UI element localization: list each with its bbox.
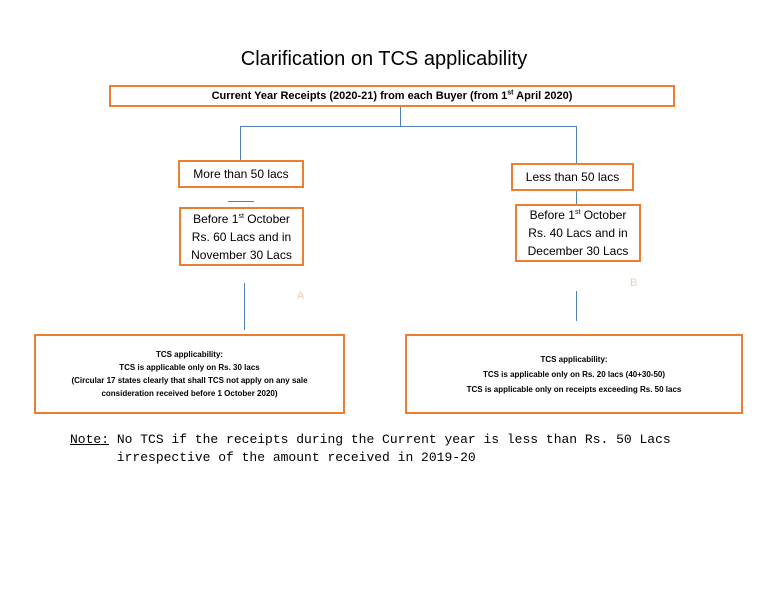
right-detail-box: Before 1st October Rs. 40 Lacs and in De…	[515, 204, 641, 262]
left-result-line2: (Circular 17 states clearly that shall T…	[71, 376, 308, 385]
left-condition-text: More than 50 lacs	[193, 167, 289, 181]
left-result-line3: consideration received before 1 October …	[101, 389, 278, 398]
left-detail-box: Before 1st October Rs. 60 Lacs and in No…	[179, 207, 304, 266]
root-box: Current Year Receipts (2020-21) from eac…	[109, 85, 675, 107]
right-result-box: TCS applicability: TCS is applicable onl…	[405, 334, 743, 414]
left-result-box: TCS applicability: TCS is applicable onl…	[34, 334, 345, 414]
left-lower-connector	[244, 283, 245, 330]
left-marker: A	[297, 290, 305, 302]
diagram-title: Clarification on TCS applicability	[240, 48, 528, 70]
note-text-line1: No TCS if the receipts during the Curren…	[109, 432, 671, 447]
right-result-line1: TCS is applicable only on Rs. 20 lacs (4…	[482, 369, 666, 379]
right-mid-connector	[576, 190, 577, 206]
left-detail-line1: Before 1st October	[193, 211, 290, 226]
note: Note: No TCS if the receipts during the …	[70, 431, 671, 467]
note-text-line2: irrespective of the amount received in 2…	[70, 450, 476, 465]
root-text: Current Year Receipts (2020-21) from eac…	[211, 89, 573, 102]
left-mid-connector	[228, 201, 254, 202]
right-detail-line2: Rs. 40 Lacs and in	[528, 226, 628, 240]
right-marker: B	[630, 277, 638, 289]
left-drop-connector	[240, 126, 241, 160]
right-condition-text: Less than 50 lacs	[525, 170, 620, 184]
root-connector	[400, 106, 401, 126]
right-lower-connector	[576, 291, 577, 321]
left-result-heading: TCS applicability:	[155, 350, 224, 359]
right-detail-line3: December 30 Lacs	[527, 244, 629, 258]
right-result-heading: TCS applicability:	[540, 354, 608, 364]
left-result-line1: TCS is applicable only on Rs. 30 lacs	[119, 363, 260, 372]
branch-connector	[240, 126, 577, 127]
note-label: Note:	[70, 432, 110, 447]
right-result-line2: TCS is applicable only on receipts excee…	[466, 384, 682, 394]
right-drop-connector	[576, 126, 577, 163]
left-condition-box: More than 50 lacs	[178, 160, 304, 188]
left-detail-line2: Rs. 60 Lacs and in	[191, 229, 292, 244]
right-condition-box: Less than 50 lacs	[511, 163, 634, 191]
right-detail-line1: Before 1st October	[529, 208, 627, 222]
left-detail-line3: November 30 Lacs	[191, 247, 292, 262]
note-line1: Note: No TCS if the receipts during the …	[70, 431, 671, 449]
